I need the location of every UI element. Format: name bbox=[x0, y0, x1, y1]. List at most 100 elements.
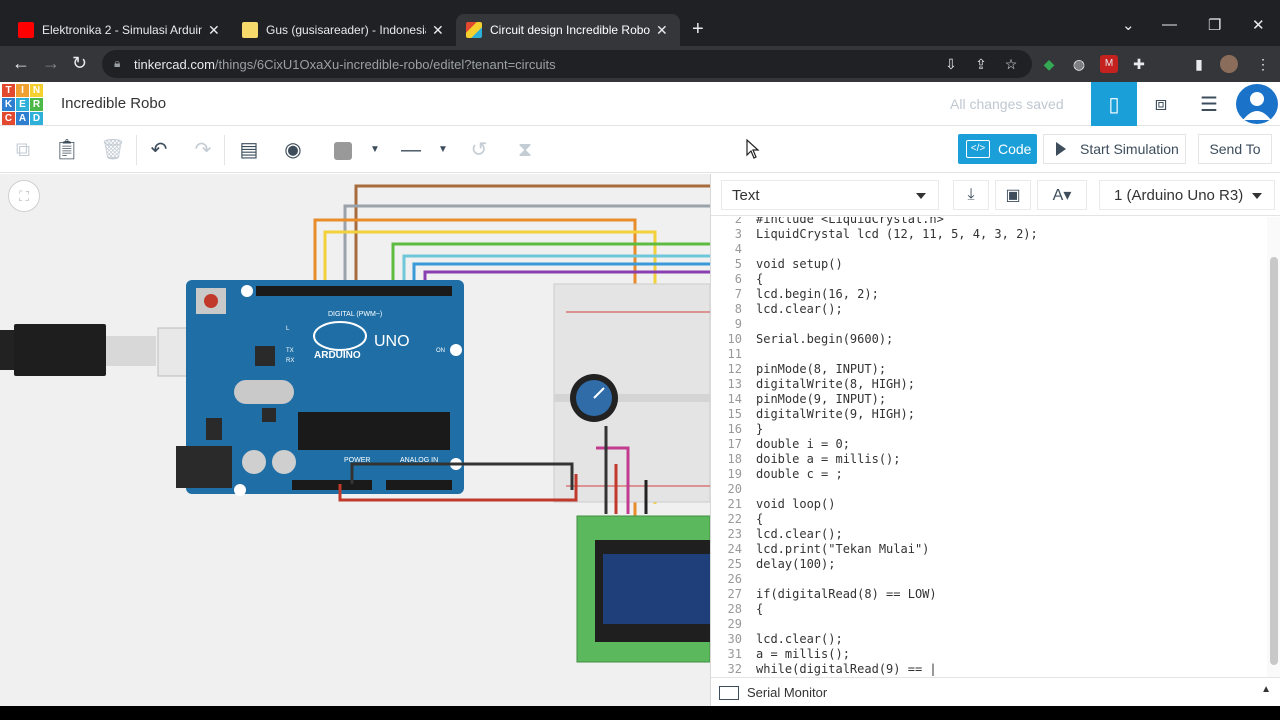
fit-view-icon[interactable]: ⛶ bbox=[8, 180, 40, 212]
lcd-display[interactable] bbox=[576, 515, 710, 663]
upload-library-icon[interactable]: ▣ bbox=[995, 180, 1031, 210]
menu-kebab-icon[interactable]: ⋮ bbox=[1256, 56, 1270, 72]
new-tab-icon[interactable]: + bbox=[692, 18, 704, 40]
back-icon[interactable]: ← bbox=[12, 53, 30, 73]
close-tab-icon[interactable]: ✕ bbox=[208, 21, 220, 38]
arduino-uno-board[interactable]: DIGITAL (PWM~) ARDUINO UNO ON TX RX L PO… bbox=[176, 280, 464, 496]
line-number: 18 bbox=[727, 452, 742, 466]
notes-visibility-icon[interactable]: ◉ bbox=[284, 139, 302, 161]
download-code-icon[interactable]: ⤓ bbox=[953, 180, 989, 210]
circuit-view-icon[interactable]: ▯ bbox=[1091, 82, 1137, 126]
copy-icon[interactable]: ⧉ bbox=[15, 139, 31, 161]
chevron-up-icon[interactable]: ▲ bbox=[1261, 684, 1271, 695]
url-bar[interactable]: 🔒︎ tinkercad.com/things/6CixU1OxaXu-incr… bbox=[102, 50, 1032, 78]
code-line[interactable]: 6{ bbox=[711, 272, 1267, 287]
chevron-down-icon[interactable]: ▼ bbox=[370, 144, 380, 155]
circuit-workplane[interactable]: ⛶ bbox=[0, 174, 710, 706]
browser-tab-1[interactable]: Elektronika 2 - Simulasi Arduino ✕ bbox=[8, 14, 232, 46]
editor-scrollbar[interactable] bbox=[1267, 217, 1280, 677]
reload-icon[interactable]: ↻ bbox=[72, 53, 88, 73]
user-avatar[interactable] bbox=[1236, 84, 1278, 124]
share-icon[interactable]: ⇪ bbox=[975, 56, 987, 72]
send-to-button[interactable]: Send To bbox=[1198, 134, 1272, 164]
redo-icon[interactable]: ↷ bbox=[194, 139, 212, 161]
board-select[interactable]: 1 (Arduino Uno R3) bbox=[1099, 180, 1275, 210]
extension-icon[interactable]: ◆ bbox=[1043, 56, 1055, 72]
browser-tab-2[interactable]: Gus (gusisareader) - Indonesia (3 ✕ bbox=[232, 14, 456, 46]
tab-search-icon[interactable]: ⌄ bbox=[1122, 17, 1135, 34]
wires-lower[interactable] bbox=[338, 426, 648, 514]
profile-avatar[interactable] bbox=[1220, 55, 1238, 73]
code-mode-value: Text bbox=[732, 186, 760, 204]
bookmark-star-icon[interactable]: ☆ bbox=[1004, 56, 1018, 72]
code-line[interactable]: 11 bbox=[711, 347, 1267, 362]
globe-extension-icon[interactable]: ◍ bbox=[1072, 56, 1086, 72]
project-title[interactable]: Incredible Robo bbox=[61, 95, 167, 112]
code-line[interactable]: 22{ bbox=[711, 512, 1267, 527]
potentiometer[interactable] bbox=[570, 374, 618, 422]
rotate-icon[interactable]: ↺ bbox=[470, 139, 488, 161]
delete-icon[interactable]: 🗑︎ bbox=[100, 139, 126, 161]
code-mode-select[interactable]: Text bbox=[721, 180, 939, 210]
browser-tab-3-active[interactable]: Circuit design Incredible Robo | T ✕ bbox=[456, 14, 680, 46]
close-window-icon[interactable]: ✕ bbox=[1252, 17, 1265, 34]
code-text: double i = 0; bbox=[756, 437, 850, 451]
m-extension-icon[interactable]: M bbox=[1100, 55, 1118, 73]
forward-icon[interactable]: → bbox=[42, 53, 60, 73]
restore-icon[interactable]: ❐ bbox=[1208, 17, 1222, 34]
paste-icon[interactable]: 📋︎ bbox=[54, 139, 80, 161]
serial-monitor-toggle[interactable]: Serial Monitor ▲ bbox=[711, 677, 1280, 706]
minimize-icon[interactable]: — bbox=[1162, 16, 1177, 33]
code-line[interactable]: 28{ bbox=[711, 602, 1267, 617]
schematic-view-icon[interactable]: ⧈ bbox=[1154, 92, 1168, 115]
flip-icon[interactable]: ⧗ bbox=[517, 139, 533, 161]
scrollbar-thumb[interactable] bbox=[1270, 257, 1278, 665]
code-text: lcd.begin(16, 2); bbox=[756, 287, 879, 301]
code-line[interactable]: 29 bbox=[711, 617, 1267, 632]
puzzle-extensions-icon[interactable]: ✚ bbox=[1133, 56, 1145, 72]
close-tab-icon[interactable]: ✕ bbox=[432, 21, 444, 38]
font-size-icon[interactable]: A▾ bbox=[1037, 180, 1087, 210]
close-tab-icon[interactable]: ✕ bbox=[656, 21, 668, 38]
undo-icon[interactable]: ↶ bbox=[150, 139, 168, 161]
code-line[interactable]: 16} bbox=[711, 422, 1267, 437]
editor-toolbar: ⧉ 📋︎ 🗑︎ ↶ ↷ ▤ ◉ ▼ ― ▼ ↺ ⧗ </> Code Start… bbox=[0, 127, 1280, 173]
code-line[interactable]: 26 bbox=[711, 572, 1267, 587]
install-app-icon[interactable]: ⇩ bbox=[945, 56, 957, 72]
color-picker-button[interactable] bbox=[330, 137, 356, 163]
digital-pins-label: DIGITAL (PWM~) bbox=[328, 311, 382, 318]
wire-type-icon[interactable]: ― bbox=[401, 139, 421, 161]
notes-icon[interactable]: ▤ bbox=[239, 139, 259, 161]
code-line[interactable]: 4 bbox=[711, 242, 1267, 257]
side-panel-icon[interactable]: ▮ bbox=[1195, 56, 1203, 72]
code-line[interactable]: 9 bbox=[711, 317, 1267, 332]
chevron-down-icon[interactable]: ▼ bbox=[438, 144, 448, 155]
component-list-icon[interactable]: ☰ bbox=[1200, 93, 1218, 116]
code-line[interactable]: 2#include <LiquidCrystal.h> bbox=[711, 217, 1267, 227]
start-simulation-button[interactable]: Start Simulation bbox=[1043, 134, 1186, 164]
code-line[interactable]: 20 bbox=[711, 482, 1267, 497]
code-button[interactable]: </> Code bbox=[958, 134, 1037, 164]
